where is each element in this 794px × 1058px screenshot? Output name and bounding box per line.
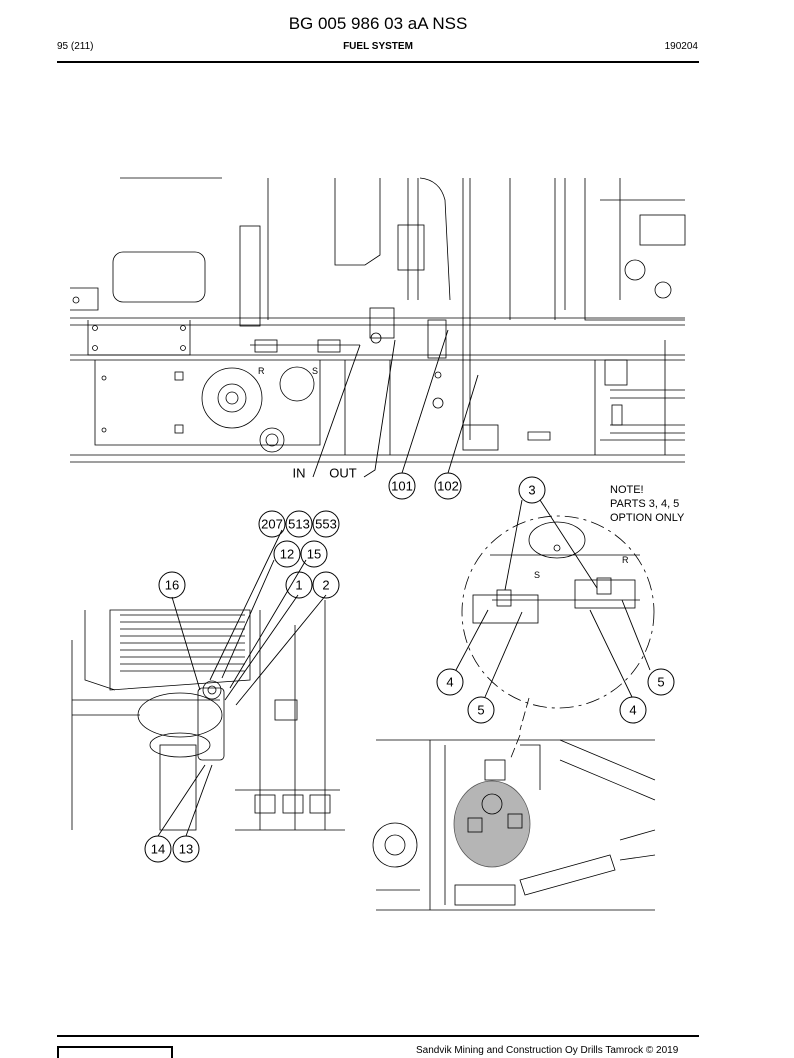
callout-553: 553 bbox=[315, 517, 337, 532]
callout-5-right: 5 bbox=[657, 675, 664, 690]
callout-2: 2 bbox=[322, 578, 329, 593]
label-out: OUT bbox=[329, 466, 357, 481]
callout-3: 3 bbox=[528, 483, 535, 498]
svg-text:S: S bbox=[312, 366, 318, 376]
callout-4-left: 4 bbox=[446, 675, 453, 690]
sandvik-logo bbox=[57, 1046, 173, 1058]
footer-copyright: Sandvik Mining and Construction Oy Drill… bbox=[416, 1045, 679, 1056]
svg-text:R: R bbox=[622, 555, 629, 565]
footer-rule bbox=[57, 1035, 699, 1037]
label-in: IN bbox=[293, 466, 306, 481]
callout-5-left: 5 bbox=[477, 703, 484, 718]
note-option: OPTION ONLY bbox=[610, 512, 685, 524]
callout-15: 15 bbox=[307, 547, 321, 562]
svg-text:S: S bbox=[534, 570, 540, 580]
callout-16: 16 bbox=[165, 578, 179, 593]
document-title: BG 005 986 03 aA NSS bbox=[288, 14, 468, 33]
page-number: 95 (211) bbox=[57, 41, 94, 52]
note-parts: PARTS 3, 4, 5 bbox=[610, 498, 680, 510]
header-rule bbox=[57, 61, 699, 63]
callout-14: 14 bbox=[151, 842, 165, 857]
callout-513: 513 bbox=[288, 517, 310, 532]
leader-lines bbox=[157, 329, 651, 837]
callout-102: 102 bbox=[437, 479, 459, 494]
filter-closeup-illustration bbox=[71, 600, 345, 831]
note-heading: NOTE! bbox=[610, 484, 644, 496]
option-detail-illustration bbox=[461, 515, 655, 761]
doc-date: 190204 bbox=[664, 41, 698, 52]
lower-assembly-illustration bbox=[372, 739, 656, 911]
svg-text:R: R bbox=[258, 366, 265, 376]
option-note: NOTE! PARTS 3, 4, 5 OPTION ONLY bbox=[610, 483, 684, 525]
callout-circles bbox=[144, 472, 675, 863]
top-assembly-illustration bbox=[70, 177, 686, 463]
highlighted-option-area bbox=[453, 780, 531, 868]
callout-101: 101 bbox=[391, 479, 413, 494]
callout-12: 12 bbox=[280, 547, 294, 562]
callout-1: 1 bbox=[295, 578, 302, 593]
callout-13: 13 bbox=[179, 842, 193, 857]
callout-207: 207 bbox=[261, 517, 283, 532]
section-title: FUEL SYSTEM bbox=[343, 41, 413, 52]
callout-4-right: 4 bbox=[629, 703, 636, 718]
